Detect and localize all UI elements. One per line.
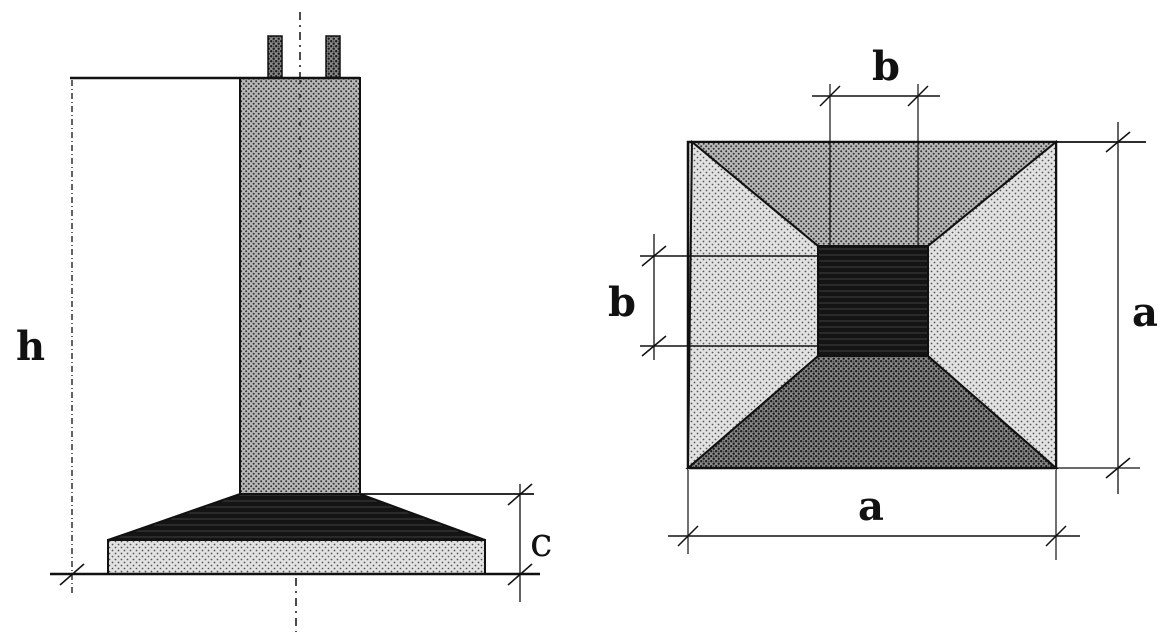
footing-haunch bbox=[107, 493, 486, 541]
h-label: h bbox=[16, 323, 45, 370]
a-bottom-tick-right bbox=[1045, 525, 1067, 547]
a-bottom-tick-left bbox=[677, 525, 699, 547]
footing-slab bbox=[107, 539, 486, 575]
c-tick-top bbox=[507, 483, 533, 506]
b-top-tick-left bbox=[819, 85, 841, 107]
b-left-label: b bbox=[608, 279, 636, 326]
c-tick-bottom bbox=[507, 563, 533, 586]
a-right-label: a bbox=[1132, 289, 1158, 336]
column-shaft bbox=[239, 77, 361, 497]
b-left-tick-top bbox=[641, 245, 667, 267]
a-right-tick-top bbox=[1105, 131, 1131, 153]
side-view: h c bbox=[0, 10, 552, 632]
b-left-tick-bottom bbox=[641, 335, 667, 357]
rebar-left-icon bbox=[267, 35, 283, 79]
a-bottom-label: a bbox=[858, 483, 884, 530]
b-top-label: b bbox=[872, 43, 900, 90]
rebar-right-icon bbox=[325, 35, 341, 79]
column-plan-square bbox=[817, 245, 929, 357]
b-top-tick-right bbox=[907, 85, 929, 107]
erased-area bbox=[0, 10, 250, 70]
a-right-tick-bottom bbox=[1105, 457, 1131, 479]
h-tick-bottom bbox=[59, 563, 85, 586]
c-label: c bbox=[530, 520, 552, 566]
plan-view: b b a a bbox=[608, 43, 1158, 560]
